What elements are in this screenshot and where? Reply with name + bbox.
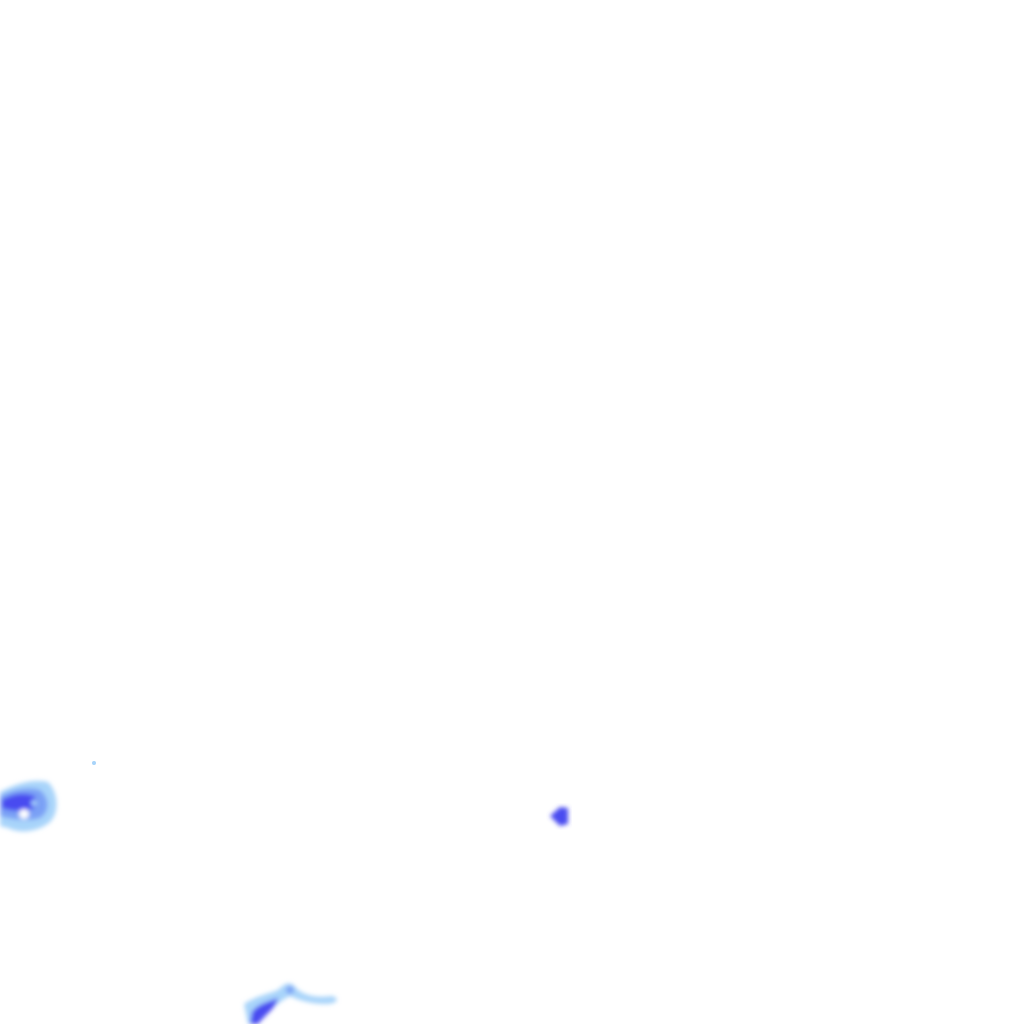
precipitation-cell-west <box>0 780 57 832</box>
precipitation-speck <box>92 761 96 765</box>
precipitation-cell-center <box>550 807 568 826</box>
precipitation-cell-south <box>244 983 337 1024</box>
